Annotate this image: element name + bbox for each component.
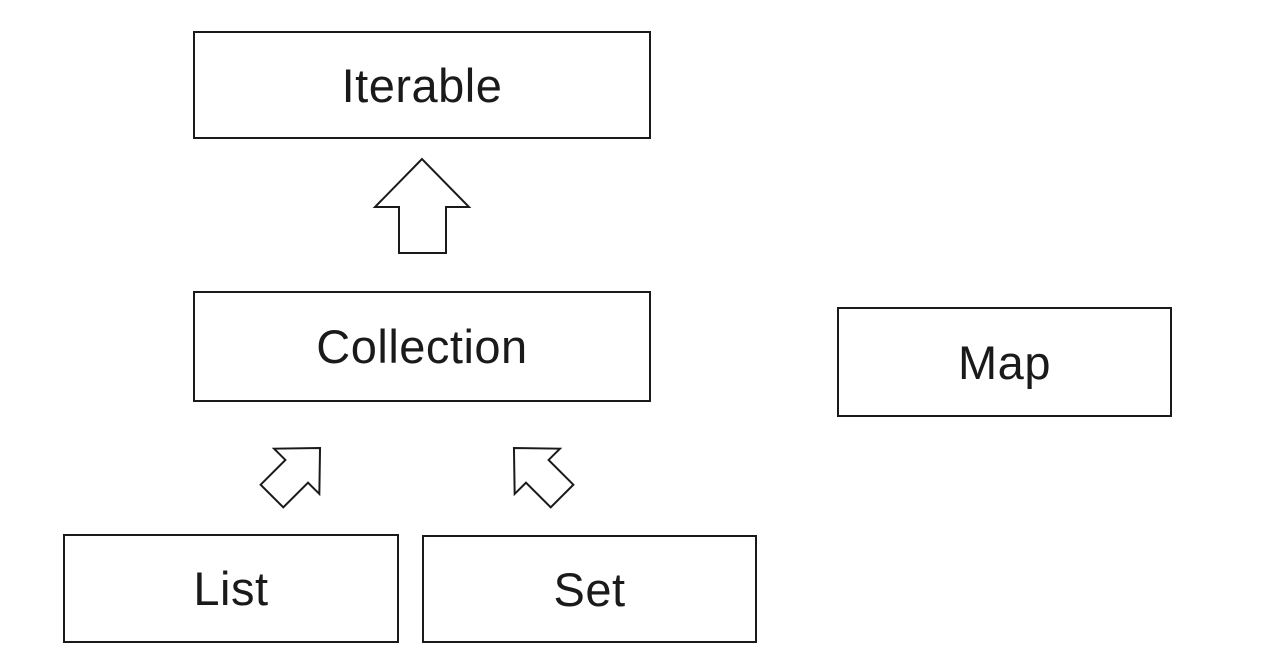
up-left-block-arrow-icon xyxy=(512,446,575,509)
node-collection: Collection xyxy=(193,291,651,402)
node-set: Set xyxy=(422,535,757,643)
up-right-block-arrow-icon xyxy=(259,446,322,509)
node-list-label: List xyxy=(193,562,269,615)
node-collection-label: Collection xyxy=(316,320,528,373)
node-map-label: Map xyxy=(958,335,1051,389)
up-block-arrow-icon xyxy=(372,157,472,254)
node-list: List xyxy=(63,534,399,643)
node-set-label: Set xyxy=(553,562,626,616)
node-iterable: Iterable xyxy=(193,31,651,139)
node-iterable-label: Iterable xyxy=(341,58,503,112)
node-map: Map xyxy=(837,307,1172,417)
